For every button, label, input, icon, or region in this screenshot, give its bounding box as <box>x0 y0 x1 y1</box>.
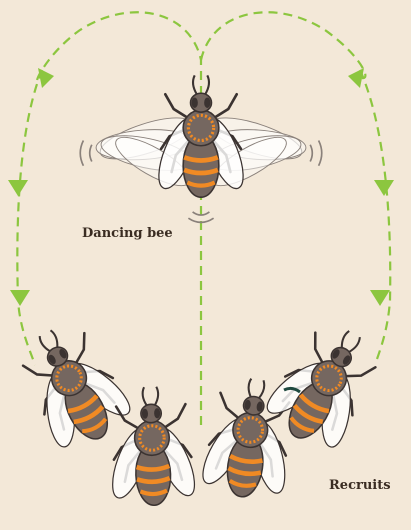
dancing-bee <box>80 75 322 222</box>
dance-path-right-top <box>201 12 365 78</box>
arrow-right-bottom <box>370 290 390 306</box>
arrow-left-middle <box>8 180 28 196</box>
arrow-left-top <box>38 68 54 88</box>
recruits-label: Recruits <box>329 478 391 493</box>
dancing-bee-label: Dancing bee <box>82 226 173 241</box>
recruit-bee <box>2 310 143 460</box>
arrow-right-top <box>348 68 364 88</box>
dance-path-right-down <box>360 70 390 362</box>
arrow-left-bottom <box>10 290 30 306</box>
arrow-right-middle <box>374 180 394 196</box>
dance-path-left-down <box>17 70 42 365</box>
